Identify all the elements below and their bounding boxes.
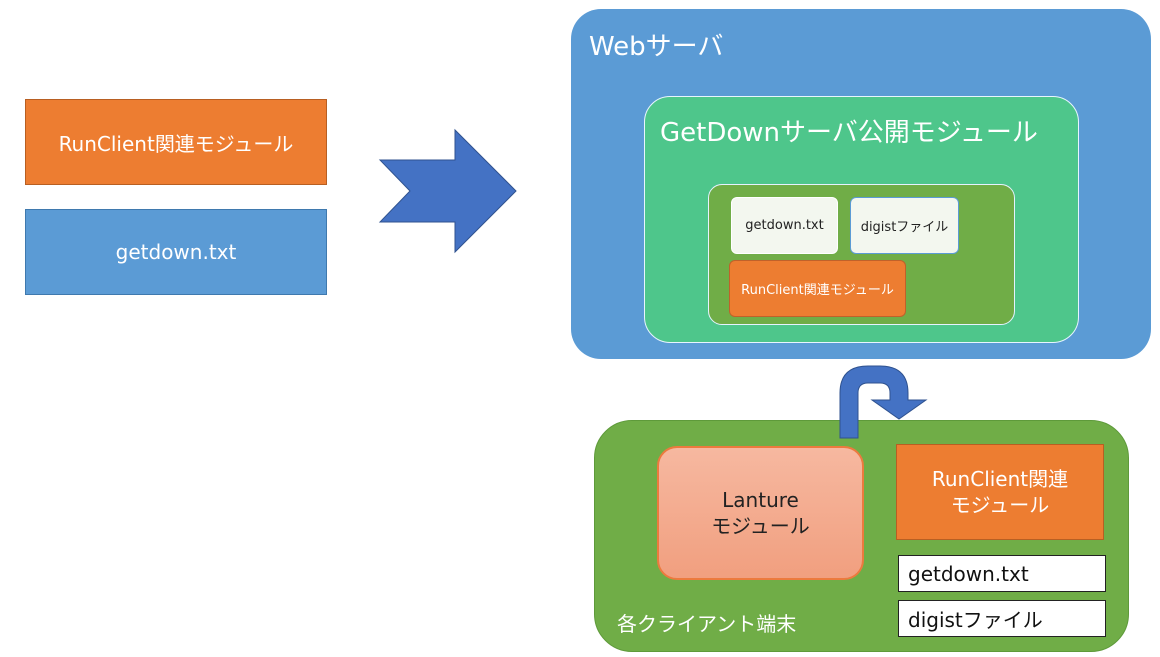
server-digist-file: digistファイル [850, 197, 959, 254]
lanture-line1: Lanture [722, 488, 799, 512]
client-runclient-line2: モジュール [950, 493, 1050, 517]
server-getdown-file: getdown.txt [731, 197, 838, 254]
server-digist-label: digistファイル [860, 220, 949, 235]
client-runclient-module: RunClient関連 モジュール [896, 444, 1104, 540]
client-digist-file: digistファイル [898, 600, 1106, 637]
left-runclient-module-box: RunClient関連モジュール [25, 99, 327, 185]
getdown-server-module-label: GetDownサーバ公開モジュール [660, 118, 1038, 148]
left-getdown-file-box: getdown.txt [25, 209, 327, 295]
lanture-module: Lanture モジュール [657, 446, 864, 580]
left-runclient-label: RunClient関連モジュール [58, 131, 294, 156]
lanture-line2: モジュール [711, 514, 810, 538]
client-runclient-line1: RunClient関連 [931, 467, 1069, 491]
client-terminal-label: 各クライアント端末 [617, 612, 797, 636]
web-server-label: Webサーバ [589, 32, 724, 62]
server-runclient-module: RunClient関連モジュール [729, 260, 906, 317]
left-getdown-label: getdown.txt [115, 240, 237, 264]
client-digist-label: digistファイル [908, 608, 1043, 632]
client-getdown-label: getdown.txt [908, 561, 1029, 586]
server-runclient-label: RunClient関連モジュール [741, 283, 894, 298]
server-getdown-label: getdown.txt [745, 218, 824, 233]
client-getdown-file: getdown.txt [898, 555, 1106, 592]
